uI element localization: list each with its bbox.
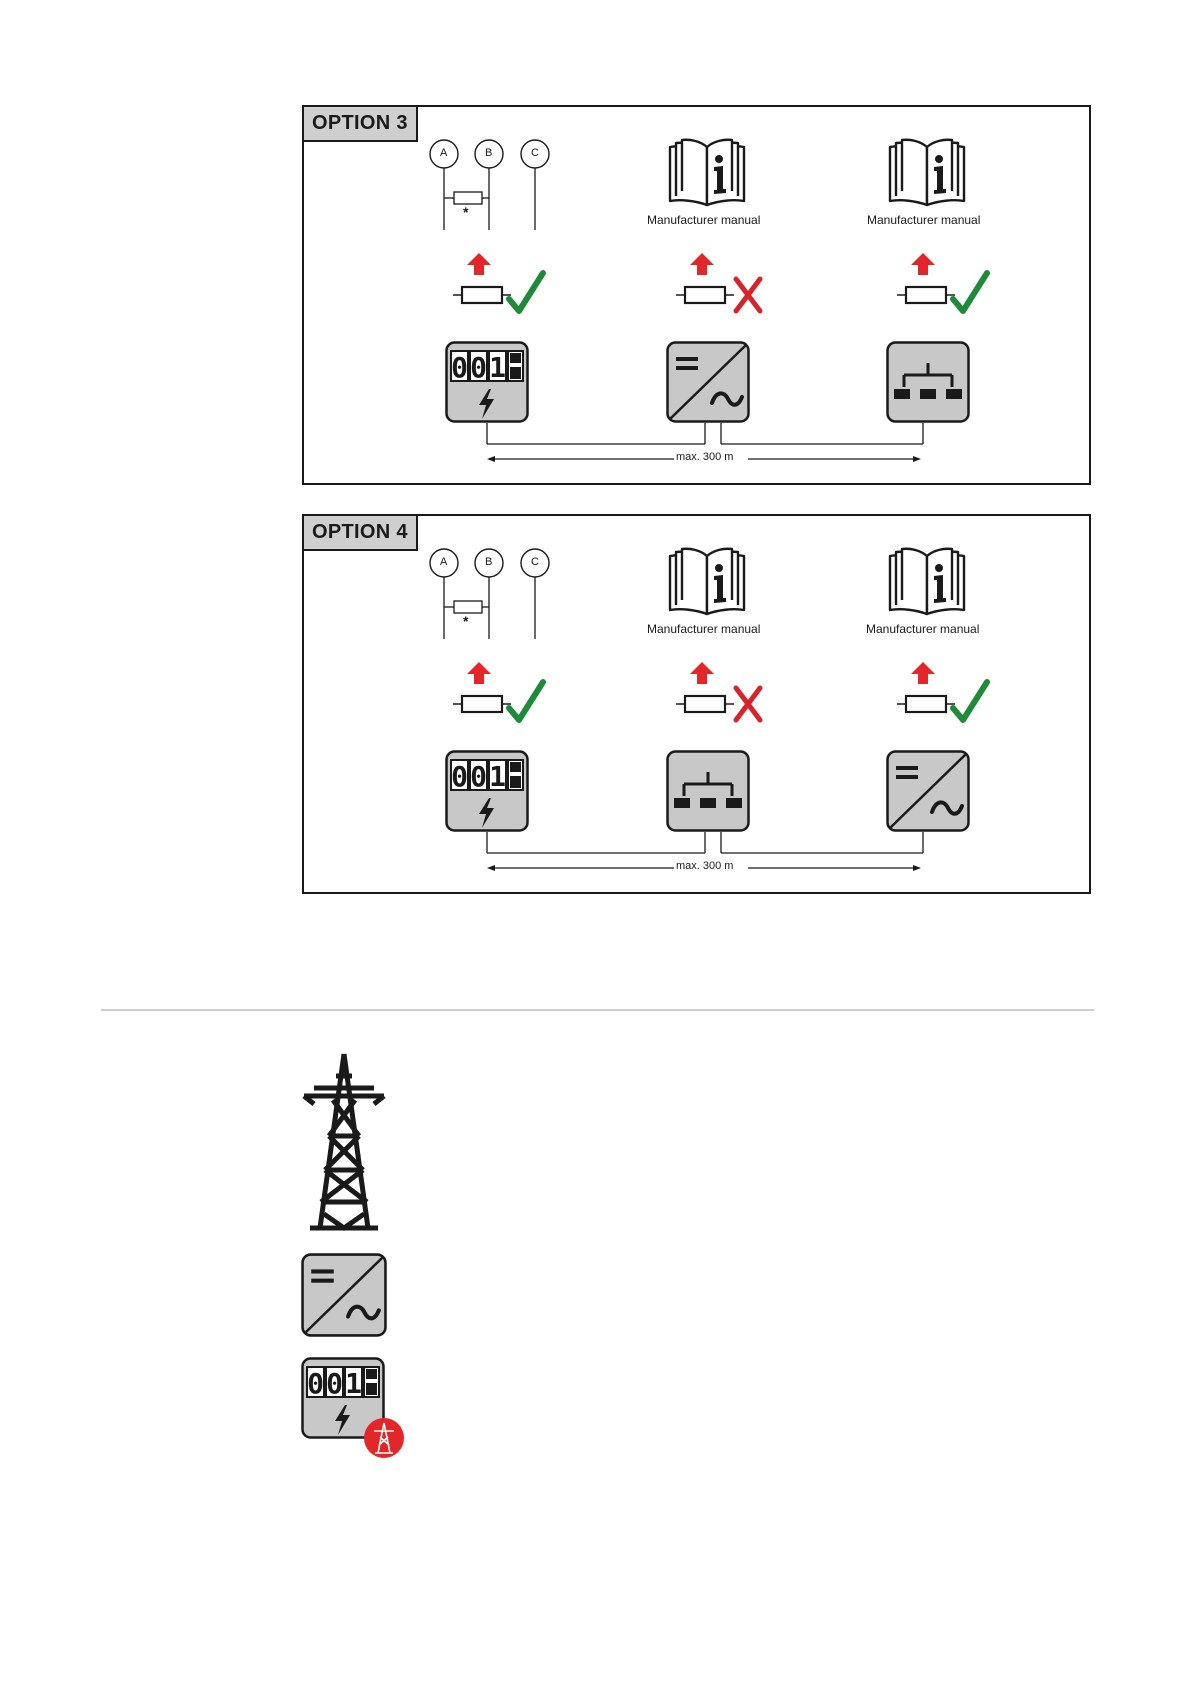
manual-book-icon [666,139,748,209]
wiring-distance [484,832,924,882]
terminal-a-label: A [440,147,447,159]
svg-text:1: 1 [489,760,506,793]
asterisk-note: * [463,204,468,220]
distance-label: max. 300 m [676,451,733,463]
asterisk-note: * [463,613,468,629]
termination-allowed-icon [453,253,553,319]
manual-label: Manufacturer manual [866,622,979,636]
svg-text:1: 1 [489,351,506,384]
termination-allowed-icon [897,662,997,728]
svg-text:0: 0 [326,1367,343,1400]
manual-label: Manufacturer manual [867,213,980,227]
panel-title: OPTION 3 [304,107,418,142]
wiring-distance [484,423,924,473]
distance-label: max. 300 m [676,860,733,872]
meter-icon: 0 0 1 [445,341,529,423]
manual-book-icon [666,548,748,618]
termination-not-allowed-icon [676,253,776,319]
manual-book-icon [886,139,968,209]
grid-meter-icon: 0 0 1 [301,1357,407,1461]
termination-allowed-icon [453,662,553,728]
option-3-panel: OPTION 3 A B C * Manufacturer manual [302,105,1091,485]
panel-title: OPTION 4 [304,516,418,551]
manual-label: Manufacturer manual [647,622,760,636]
splitter-icon [666,750,750,832]
manual-book-icon [886,548,968,618]
inverter-icon [886,750,970,832]
terminal-b-label: B [485,147,492,159]
terminal-c-label: C [531,556,539,568]
meter-icon: 0 0 1 [445,750,529,832]
section-divider [101,1009,1094,1011]
svg-text:0: 0 [470,760,487,793]
power-pylon-icon [300,1052,388,1232]
svg-text:0: 0 [451,351,468,384]
terminal-a-label: A [440,556,447,568]
inverter-icon [666,341,750,423]
svg-text:1: 1 [345,1367,362,1400]
svg-text:0: 0 [307,1367,324,1400]
termination-allowed-icon [897,253,997,319]
terminal-c-label: C [531,147,539,159]
terminal-b-label: B [485,556,492,568]
splitter-icon [886,341,970,423]
svg-text:0: 0 [451,760,468,793]
manual-label: Manufacturer manual [647,213,760,227]
option-4-panel: OPTION 4 A B C * Manufacturer manual [302,514,1091,894]
termination-not-allowed-icon [676,662,776,728]
svg-text:0: 0 [470,351,487,384]
inverter-icon [301,1252,387,1338]
